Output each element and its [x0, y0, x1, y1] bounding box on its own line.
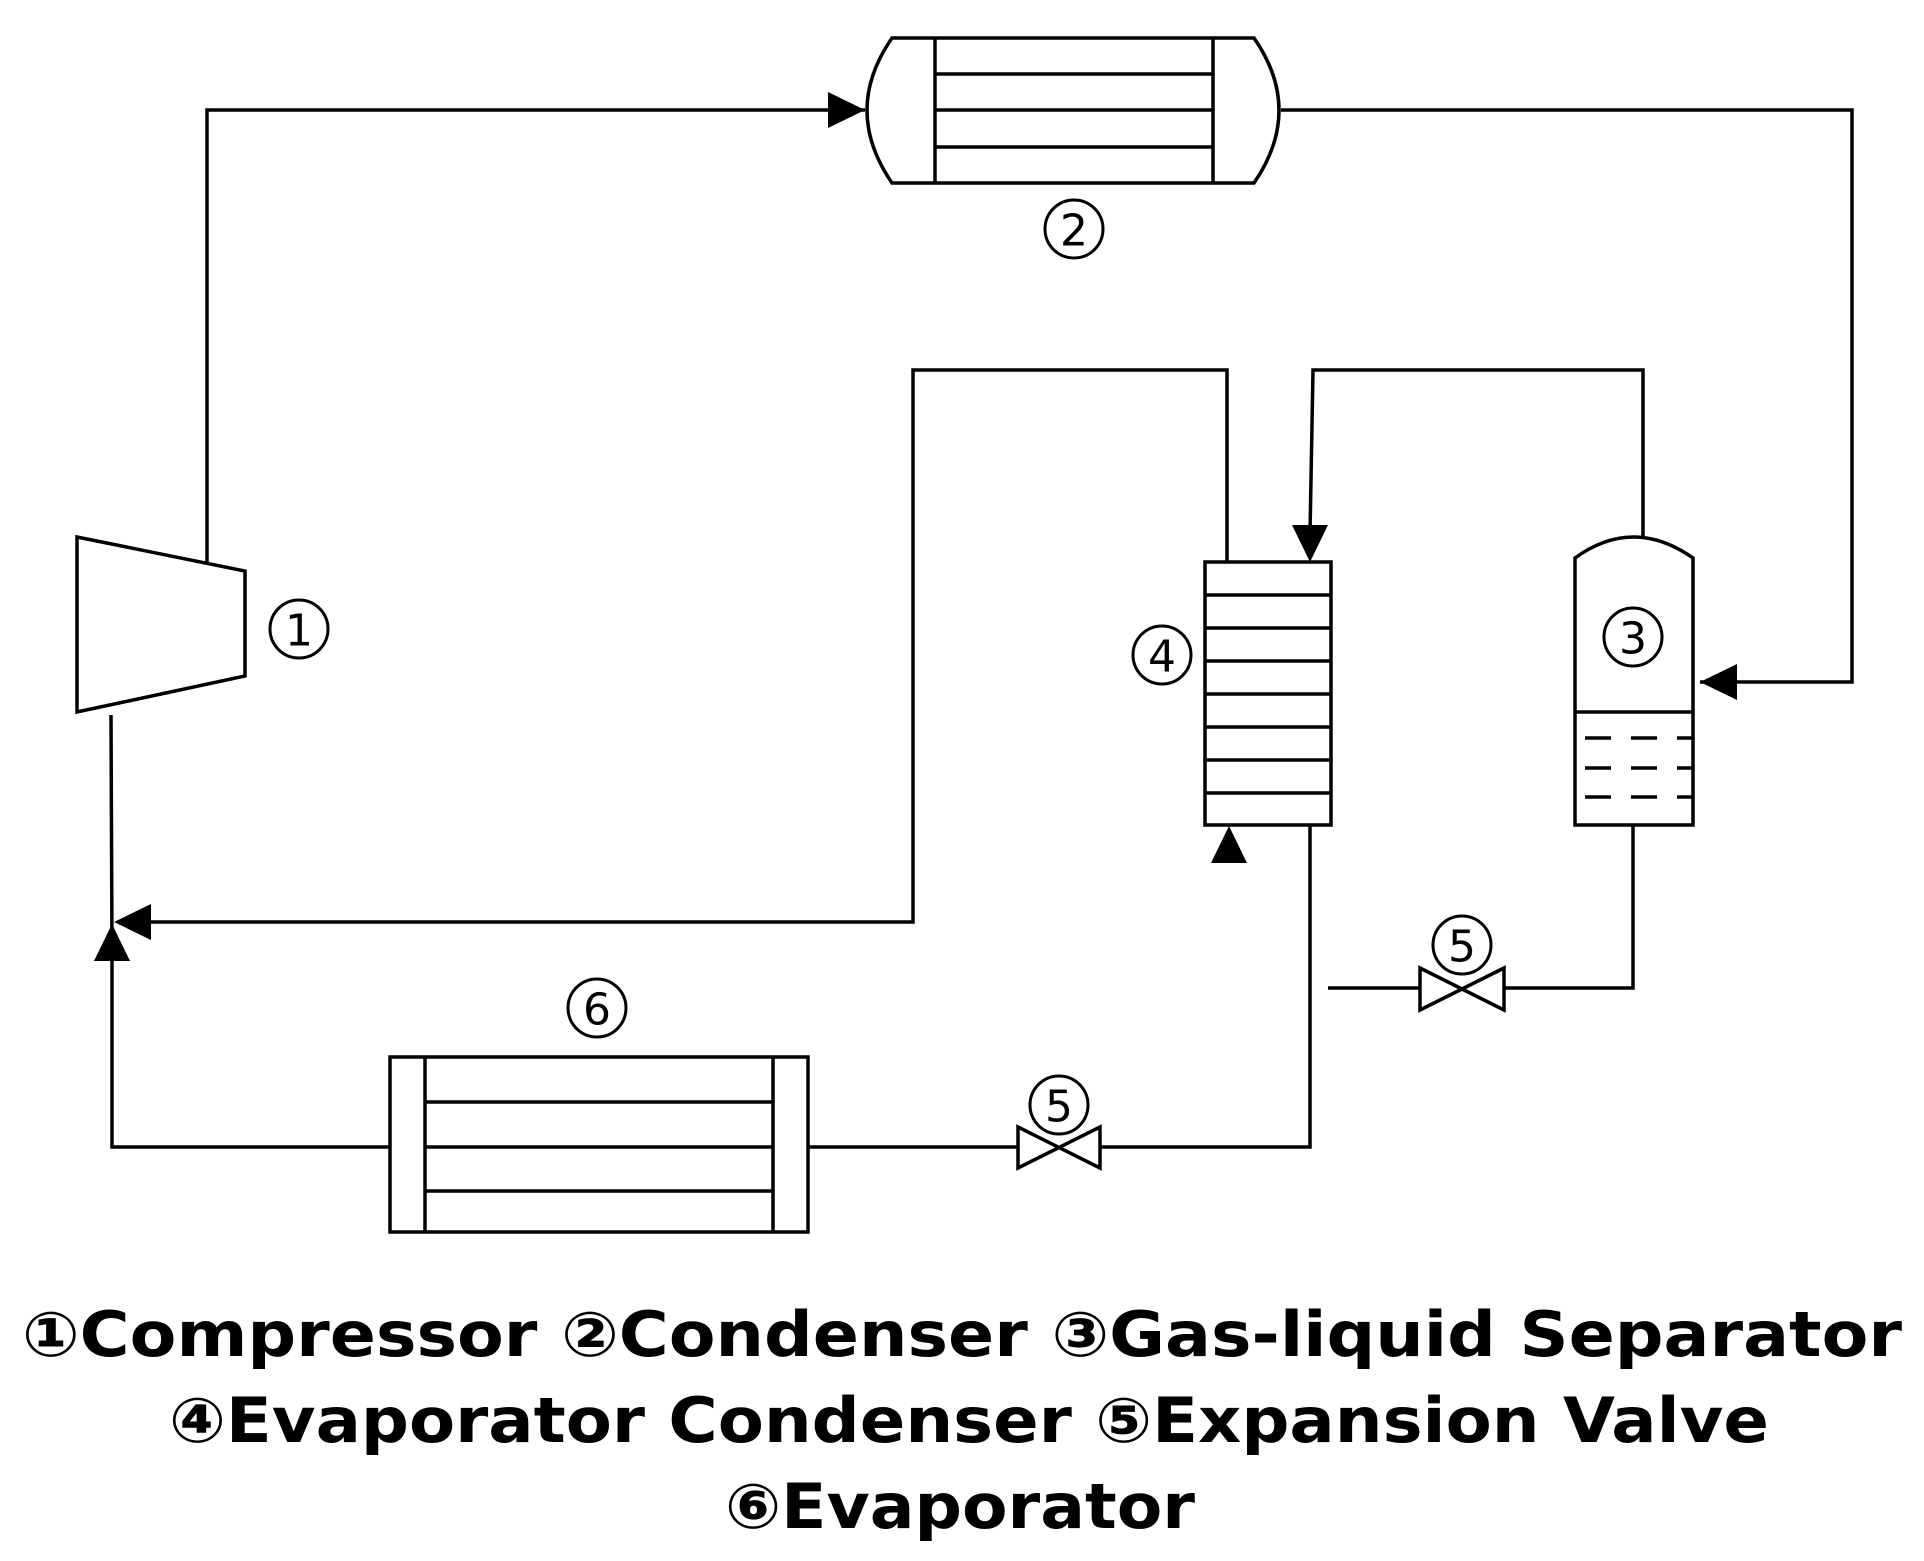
pipe-compressor-to-condenser [205, 108, 865, 563]
legend-line-1: ①Compressor ②Condenser ③Gas-liquid Separ… [22, 1298, 1902, 1371]
compressor [75, 534, 247, 715]
expansion-valve-lower [1016, 1124, 1102, 1171]
svg-text:5: 5 [1045, 1082, 1073, 1133]
marker-evaporator: 6 [566, 977, 628, 1039]
pipe-separator-liquid-to-valve [1504, 825, 1635, 990]
pipe-evap-condenser-to-compressor-suction [138, 368, 1229, 924]
flow-arrow-evap-condenser-bottom-inlet [1211, 826, 1247, 863]
svg-text:1: 1 [285, 606, 313, 657]
evaporator-condenser [1203, 560, 1333, 827]
pipe-compressor-suction-line [109, 714, 114, 951]
legend: ①Compressor ②Condenser ③Gas-liquid Separ… [22, 1298, 1902, 1543]
expansion-valve-upper [1418, 965, 1506, 1013]
marker-separator: 3 [1602, 606, 1664, 668]
gas-liquid-separator [1573, 535, 1695, 827]
svg-text:6: 6 [583, 985, 611, 1036]
svg-text:3: 3 [1619, 614, 1647, 665]
svg-text:5: 5 [1448, 922, 1476, 973]
flow-arrow-separator-inlet [1700, 664, 1737, 700]
evaporator [388, 1055, 810, 1234]
pipe-condenser-to-separator [1281, 108, 1854, 684]
marker-expansion-valve-upper: 5 [1431, 914, 1493, 976]
marker-compressor: 1 [268, 598, 330, 660]
legend-line-3: ⑥Evaporator [725, 1470, 1195, 1543]
pipe-separator-vapor-to-evap-condenser [1308, 368, 1645, 540]
marker-expansion-valve-lower: 5 [1028, 1074, 1090, 1136]
svg-text:4: 4 [1148, 632, 1176, 683]
flow-arrow-suction-junction-left [114, 904, 151, 940]
pipe-evaporator-to-compressor [110, 950, 390, 1149]
condenser [865, 36, 1281, 185]
marker-evap-condenser: 4 [1131, 624, 1193, 686]
flow-arrow-condenser-inlet [828, 92, 865, 128]
legend-line-2: ④Evaporator Condenser ⑤Expansion Valve [169, 1384, 1769, 1457]
marker-condenser: 2 [1043, 198, 1105, 260]
flow-arrow-evap-condenser-top-inlet [1292, 525, 1328, 562]
flow-arrow-suction-junction-up [94, 924, 130, 961]
pipe-evap-condenser-to-lower-valve [1100, 825, 1312, 1149]
svg-text:2: 2 [1060, 206, 1088, 257]
